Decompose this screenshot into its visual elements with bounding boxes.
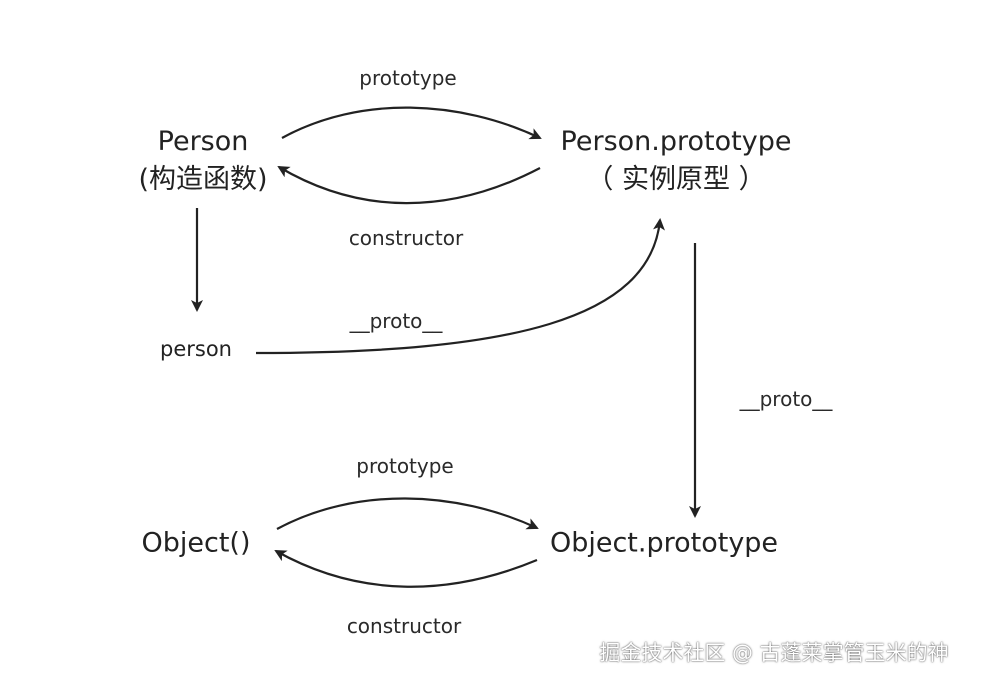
constructor-arrow-top (277, 165, 541, 205)
prototype-label-bottom: prototype (356, 454, 454, 478)
person-constructor-sub: (构造函数) (138, 164, 268, 195)
prototype-arrow-bottom (276, 497, 539, 530)
person-prototype-name: Person.prototype (560, 126, 792, 157)
proto-label-chain: __proto__ (739, 387, 833, 411)
constructor-label-bottom: constructor (346, 614, 462, 638)
proto-label-instance: __proto__ (349, 309, 443, 333)
constructor-label-top: constructor (348, 226, 464, 250)
person-prototype-node: Person.prototype （ 实例原型 ） (561, 123, 792, 199)
person-instance-node: person (160, 337, 232, 361)
object-prototype-node: Object.prototype (549, 527, 779, 559)
constructor-arrow-bottom (274, 550, 538, 588)
proto-instance-arrow (255, 218, 665, 355)
watermark: 掘金技术社区 @ 古蓬莱掌管玉米的神 (599, 641, 949, 665)
object-constructor-node: Object() (141, 527, 251, 559)
prototype-label-top: prototype (359, 66, 457, 90)
person-constructor-node: Person (构造函数) (138, 123, 267, 199)
person-constructor-name: Person (157, 126, 249, 157)
prototype-arrow-top (281, 106, 542, 140)
person-prototype-sub: （ 实例原型 ） (586, 164, 766, 195)
